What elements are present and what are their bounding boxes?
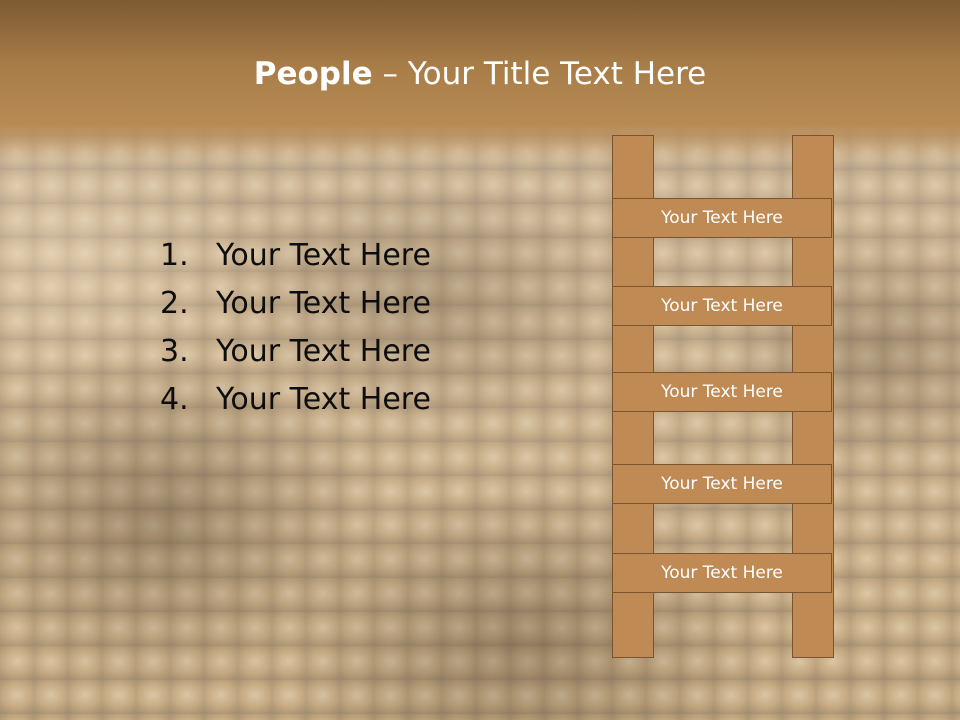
list-item-text: Your Text Here xyxy=(216,382,431,417)
title-rest: – Your Title Text Here xyxy=(372,56,707,92)
ladder-rung-3[interactable]: Your Text Here xyxy=(612,372,832,412)
ladder-rung-1[interactable]: Your Text Here xyxy=(612,198,832,238)
list-item-text: Your Text Here xyxy=(216,334,431,369)
list-item-text: Your Text Here xyxy=(216,238,431,273)
ladder-diagram: Your Text Here Your Text Here Your Text … xyxy=(612,135,834,658)
list-number: 2. xyxy=(160,286,189,321)
list-item: 4. Your Text Here xyxy=(160,376,431,424)
list-number: 4. xyxy=(160,382,189,417)
ladder-rung-5[interactable]: Your Text Here xyxy=(612,553,832,593)
list-item: 1. Your Text Here xyxy=(160,232,431,280)
slide-title[interactable]: People – Your Title Text Here xyxy=(0,52,960,96)
ladder-rung-4[interactable]: Your Text Here xyxy=(612,464,832,504)
ladder-rung-2[interactable]: Your Text Here xyxy=(612,286,832,326)
list-item-text: Your Text Here xyxy=(216,286,431,321)
list-item: 3. Your Text Here xyxy=(160,328,431,376)
list-number: 1. xyxy=(160,238,189,273)
list-number: 3. xyxy=(160,334,189,369)
list-item: 2. Your Text Here xyxy=(160,280,431,328)
title-bold-word: People xyxy=(253,56,373,92)
numbered-list[interactable]: 1. Your Text Here 2. Your Text Here 3. Y… xyxy=(160,232,431,424)
title-band xyxy=(0,0,960,160)
